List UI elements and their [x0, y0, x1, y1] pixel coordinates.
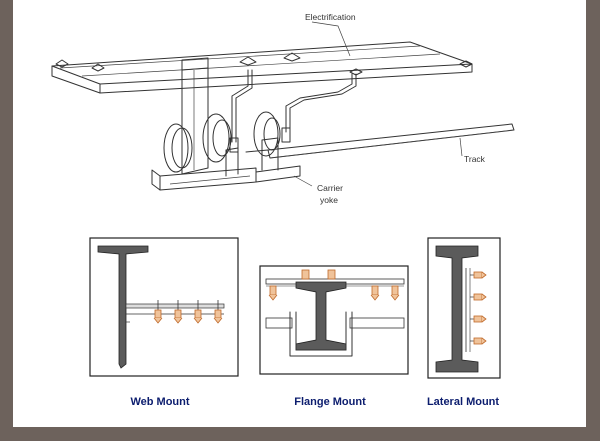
- carrier-leader: [293, 175, 313, 187]
- web-mount-collectors: [153, 300, 223, 324]
- track-label: Track: [464, 154, 486, 164]
- lateral-mount-panel: [427, 237, 501, 379]
- carrier-label-line2: yoke: [320, 195, 338, 205]
- collector-arms: [231, 69, 357, 143]
- hanger-beam: [181, 57, 209, 175]
- carrier-yoke: [151, 127, 301, 191]
- track-leader: [459, 137, 463, 157]
- flange-mount-collectors: [268, 269, 400, 301]
- web-mount-beam: [97, 245, 149, 369]
- carrier-label-line1: Carrier: [317, 183, 343, 193]
- monorail-isometric-drawing: Electrification Track Carrier yoke: [51, 12, 515, 205]
- lateral-mount-beam: [435, 245, 479, 373]
- lateral-mount-caption: Lateral Mount: [427, 396, 499, 408]
- flange-mount-panel: [259, 265, 409, 375]
- flange-mount-caption: Flange Mount: [294, 396, 366, 408]
- electrification-leader: [311, 21, 351, 57]
- web-mount-panel: [89, 237, 239, 377]
- carrier-wheels: [163, 111, 281, 173]
- web-mount-caption: Web Mount: [130, 396, 189, 408]
- electrification-rails: [51, 41, 473, 94]
- lateral-mount-collectors: [470, 271, 487, 345]
- electrification-label: Electrification: [305, 12, 356, 22]
